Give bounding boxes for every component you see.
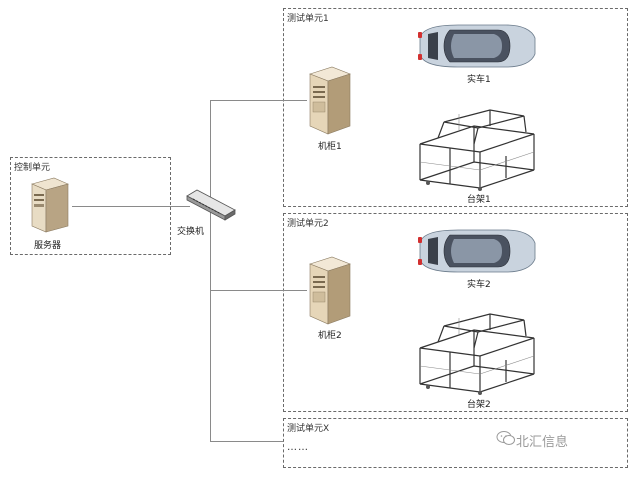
rack-2-label: 台架2 — [467, 400, 491, 410]
server-label: 服务器 — [34, 241, 62, 251]
test-unit-1-label: 测试单元1 — [287, 14, 329, 24]
control-unit-label: 控制单元 — [14, 163, 51, 173]
test-unit-2-label: 测试单元2 — [287, 219, 329, 229]
cabinet-1-line — [210, 100, 307, 101]
test-unit-x-ellipsis: …… — [287, 442, 309, 453]
car-2-icon — [418, 229, 536, 273]
server-icon — [31, 177, 69, 233]
test-unit-x-box: 测试单元X — [283, 418, 628, 468]
car-2-label: 实车2 — [467, 280, 491, 290]
rack-1-icon — [419, 109, 535, 191]
cabinet-2-icon — [309, 256, 351, 325]
cabinet-2-label: 机柜2 — [318, 331, 342, 341]
watermark-text: 北汇信息 — [516, 435, 569, 450]
switch-icon — [186, 189, 236, 221]
switch-label: 交换机 — [177, 227, 205, 237]
test-unit-1-box: 测试单元1 — [283, 8, 628, 207]
test-unit-2-box: 测试单元2 — [283, 213, 628, 412]
car-1-label: 实车1 — [467, 75, 491, 85]
test-unit-x-line — [210, 441, 283, 442]
rack-1-label: 台架1 — [467, 195, 491, 205]
cabinet-2-line — [210, 290, 307, 291]
trunk-line — [210, 100, 211, 442]
cabinet-1-label: 机柜1 — [318, 142, 342, 152]
cabinet-1-icon — [309, 66, 351, 135]
server-switch-line — [72, 206, 190, 207]
wechat-icon — [496, 431, 515, 445]
rack-2-icon — [419, 313, 535, 395]
test-unit-x-label: 测试单元X — [287, 424, 330, 434]
car-1-icon — [418, 24, 536, 68]
